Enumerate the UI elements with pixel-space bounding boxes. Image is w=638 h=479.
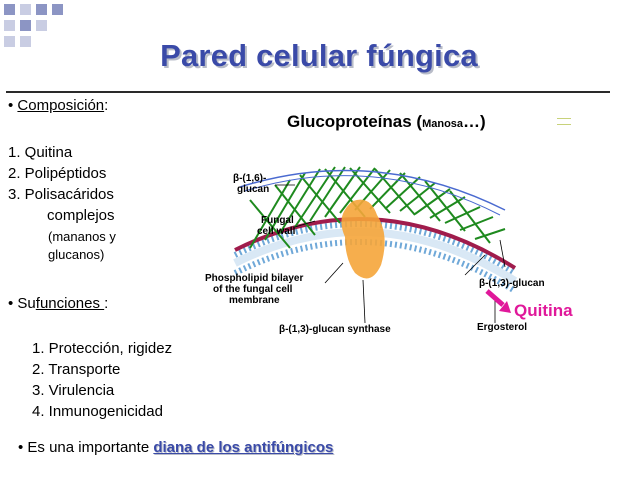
label-bilayer-line3: membrane xyxy=(229,295,280,306)
glycoprotein-heading: Glucoproteínas (Manosa…) xyxy=(287,112,486,132)
corner-square xyxy=(52,4,63,15)
label-bilayer-line2: of the fungal cell xyxy=(213,284,293,295)
target-link: diana de los antifúngicos xyxy=(153,439,334,456)
beta-16-glucan-fiber xyxy=(244,175,501,216)
composition-item-3: 3. Polisacáridos xyxy=(8,186,114,203)
glucan-synthase-shape xyxy=(341,199,385,279)
corner-square xyxy=(36,4,47,15)
cell-wall-diagram: β-(1,6)- glucan Fungal cell wall Phospho… xyxy=(205,166,545,335)
composition-item-1: 1. Quitina xyxy=(8,144,73,161)
functions-label: funciones xyxy=(35,295,105,312)
beta-16-glucan-fiber xyxy=(239,169,506,211)
pointer-line xyxy=(294,220,316,228)
corner-square xyxy=(20,4,31,15)
bullet-icon: • xyxy=(8,295,18,312)
corner-square xyxy=(36,20,47,31)
corner-square xyxy=(4,4,15,15)
functions-heading: • Sufunciones : xyxy=(8,295,108,312)
quitina-arrow-head xyxy=(499,301,511,313)
function-item-4: 4. Inmunogenicidad xyxy=(32,403,163,420)
function-item-1: 1. Protección, rigidez xyxy=(32,340,173,357)
label-synthase: β-(1,3)-glucan synthase xyxy=(279,324,391,335)
functions-prefix: Su xyxy=(17,295,36,312)
label-b13-glucan: β-(1,3)-glucan xyxy=(479,278,545,289)
corner-square xyxy=(20,20,31,31)
label-b16-line2: glucan xyxy=(237,184,269,195)
corner-square xyxy=(4,36,15,47)
composition-detail-1: (mananos y xyxy=(48,229,116,244)
composition-heading: • Composición: xyxy=(8,97,108,114)
corner-square xyxy=(20,36,31,47)
glycoprotein-end: …) xyxy=(463,112,486,131)
label-b16-line1: β-(1,6)- xyxy=(233,173,266,184)
pointer-line xyxy=(464,254,486,276)
pointer-line xyxy=(324,262,344,284)
function-item-3: 3. Virulencia xyxy=(32,382,115,399)
composition-colon: : xyxy=(104,97,109,114)
functions-colon: : xyxy=(104,295,109,312)
quitina-arrow-shaft xyxy=(485,289,505,307)
label-ergosterol: Ergosterol xyxy=(477,322,527,333)
small-marker xyxy=(557,118,571,125)
composition-item-3-cont: complejos xyxy=(47,207,115,224)
bullet-icon: • xyxy=(8,97,18,114)
composition-label: Composición xyxy=(17,97,105,114)
target-prefix: Es una importante xyxy=(27,439,154,456)
slide-title: Pared celular fúngica xyxy=(160,38,478,73)
label-wall-line2: cell wall xyxy=(257,226,296,237)
pointer-line xyxy=(362,279,366,324)
glycoprotein-small: Manosa xyxy=(422,118,464,130)
function-item-2: 2. Transporte xyxy=(32,361,121,378)
pointer-line xyxy=(499,239,506,268)
quitina-label: Quitina xyxy=(514,301,573,320)
label-bilayer-line1: Phospholipid bilayer xyxy=(205,273,303,284)
corner-square xyxy=(4,20,15,31)
bullet-icon: • xyxy=(18,439,28,456)
target-line: • Es una importante diana de los antifún… xyxy=(18,439,333,456)
glycoprotein-main: Glucoproteínas ( xyxy=(287,112,423,131)
title-divider xyxy=(6,91,610,93)
composition-item-2: 2. Polipéptidos xyxy=(8,165,107,182)
label-wall-line1: Fungal xyxy=(261,215,294,226)
composition-detail-2: glucanos) xyxy=(48,247,105,262)
